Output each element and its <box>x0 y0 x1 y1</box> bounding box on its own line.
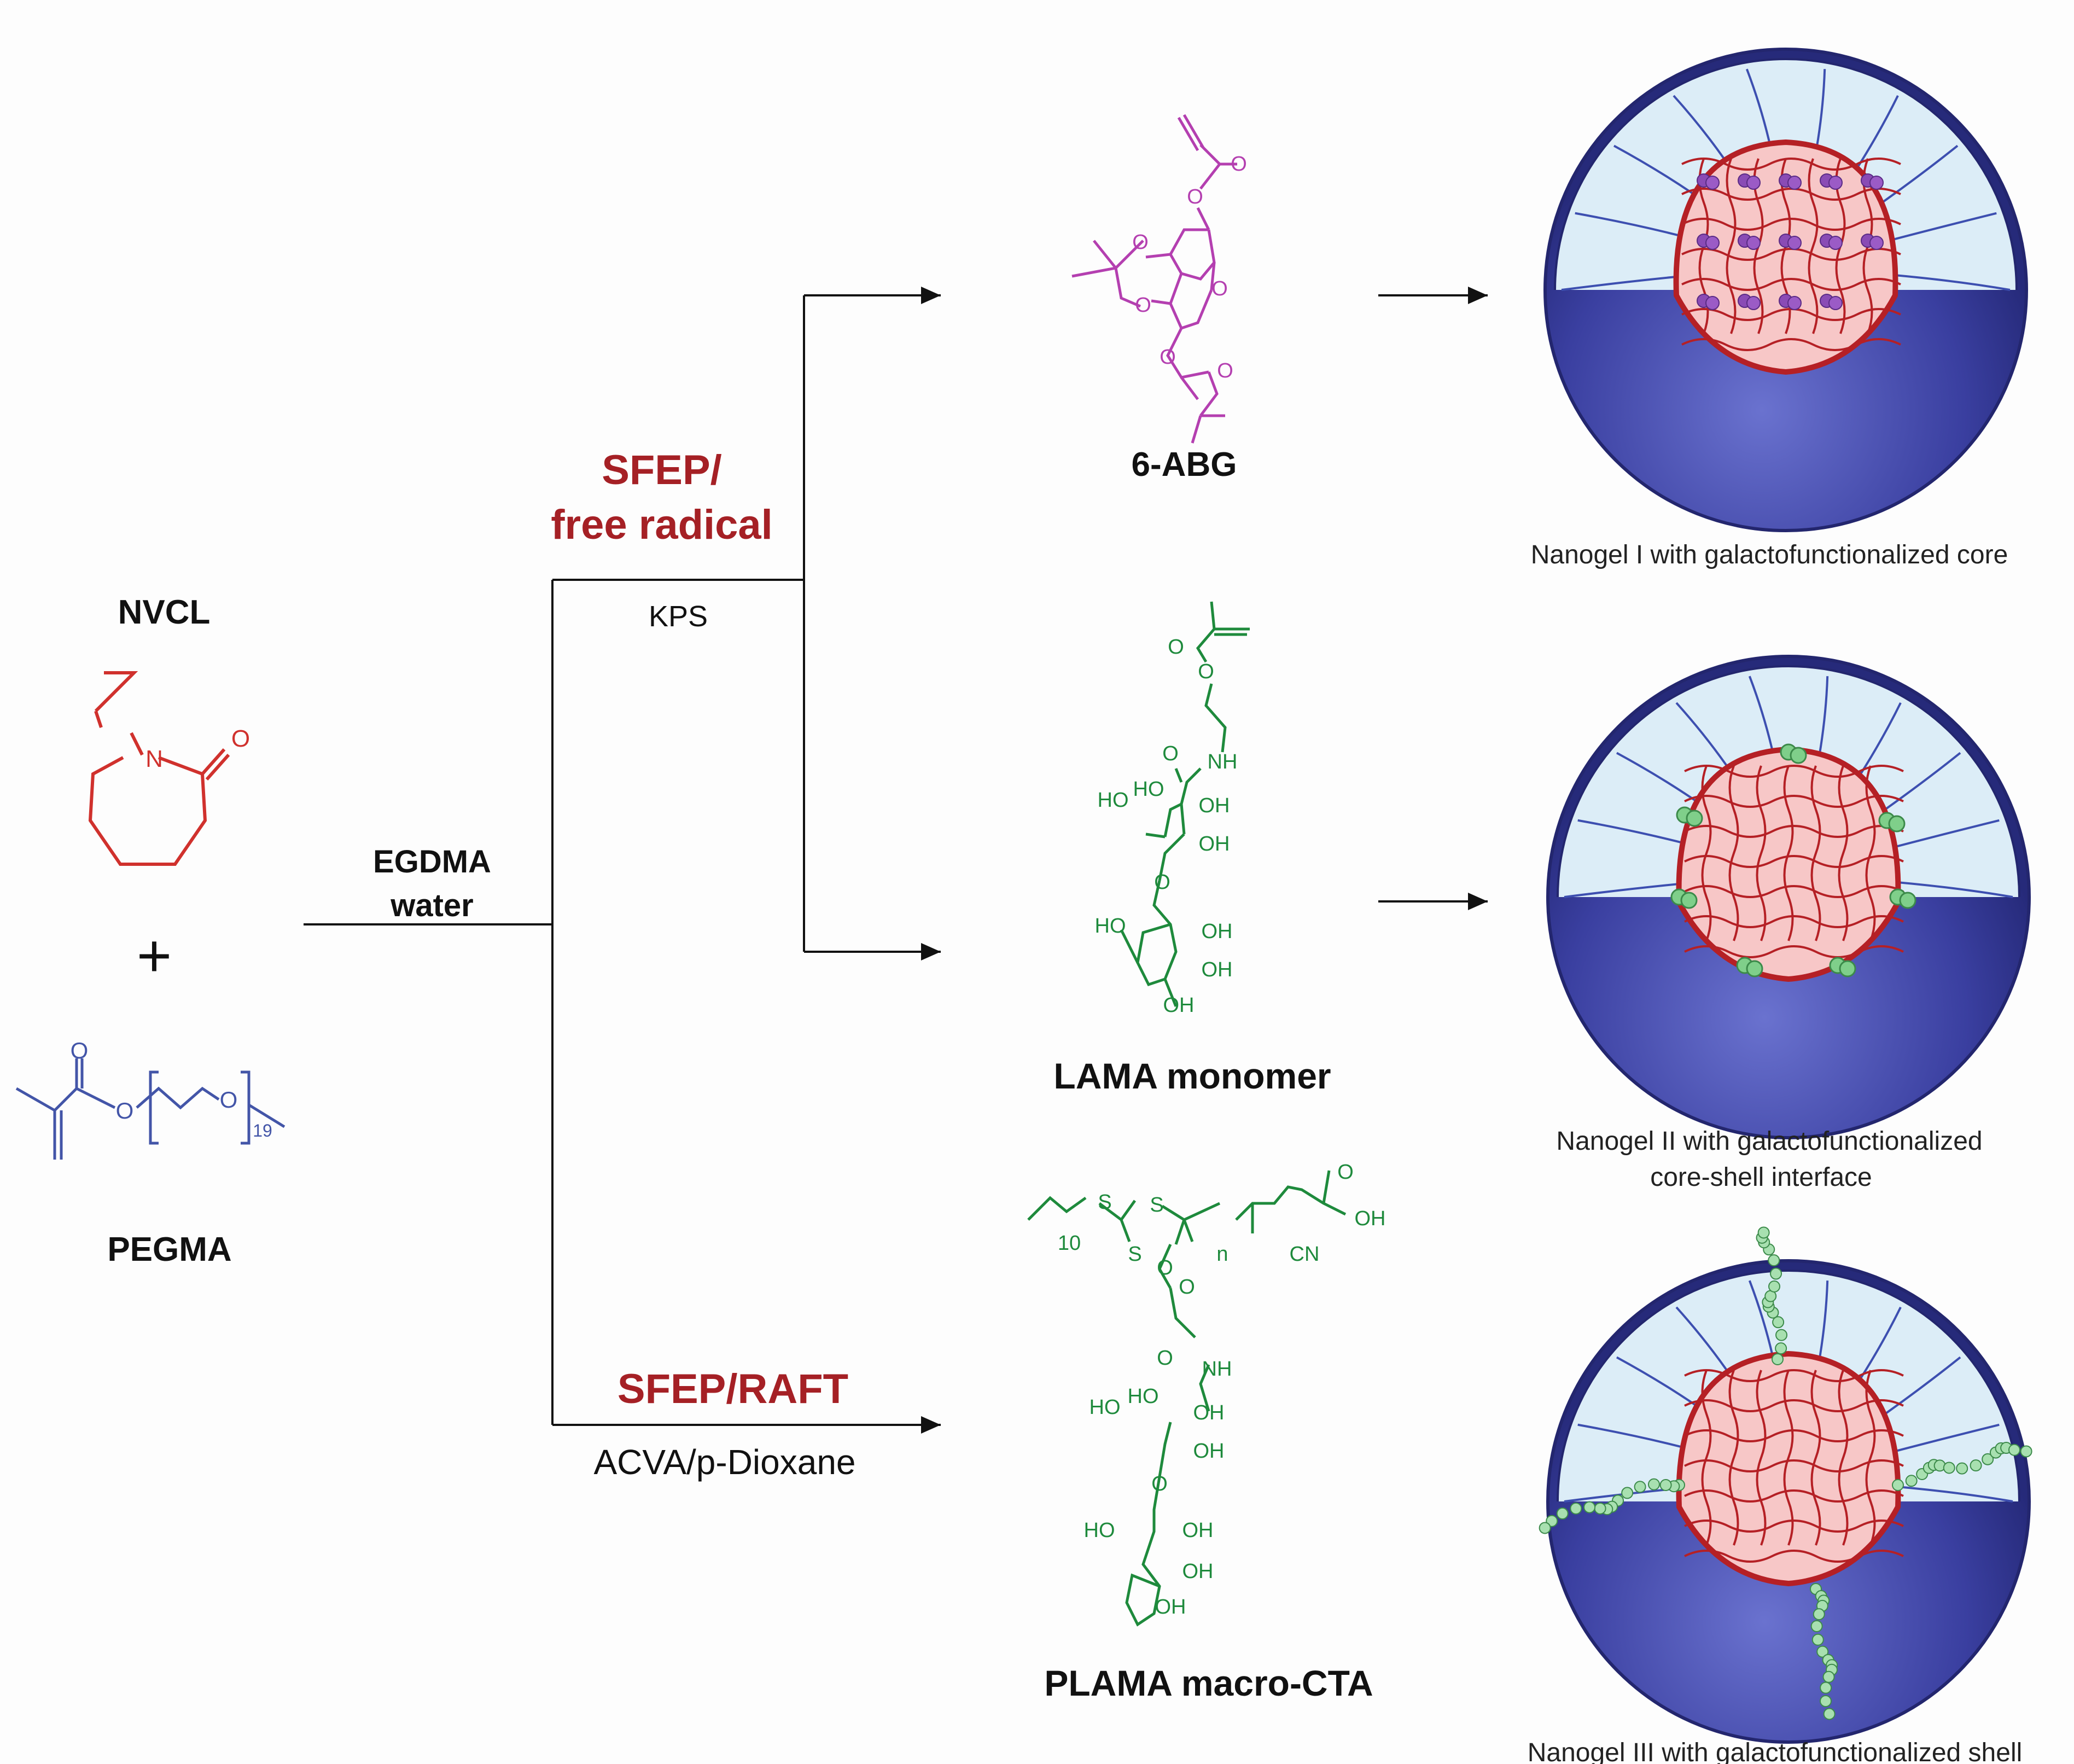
pegma-o-ester: O <box>116 1098 134 1123</box>
abg-o5: O <box>1135 294 1151 317</box>
plama-nh: NH <box>1202 1358 1232 1381</box>
nanogel1-caption: Nanogel I with galactofunctionalized cor… <box>1531 540 2008 569</box>
sfep-free-radical-line1: SFEP/ <box>602 447 722 493</box>
lama-o-carbonyl: O <box>1168 636 1184 659</box>
nanogel-1-sphere <box>1543 48 2028 532</box>
lama-oh3: OH <box>1202 920 1233 943</box>
plama-oh3: OH <box>1182 1519 1214 1542</box>
plama-oh1: OH <box>1193 1401 1225 1424</box>
plama-oh2: OH <box>1193 1440 1225 1463</box>
abg-o3: O <box>1211 277 1228 300</box>
lama-oh5: OH <box>1163 994 1195 1017</box>
abg-o2: O <box>1187 185 1203 208</box>
plama-o-link: O <box>1151 1472 1168 1495</box>
egdma-label: EGDMA <box>373 844 491 880</box>
lama-o-ester: O <box>1198 660 1214 683</box>
plama-s1: S <box>1098 1191 1111 1214</box>
abg-structure <box>1071 114 1237 444</box>
kps-label: KPS <box>649 600 708 633</box>
nanogel2-caption-line1: Nanogel II with galactofunctionalized <box>1556 1127 1982 1156</box>
plama-o-amide: O <box>1157 1347 1173 1370</box>
nanogel-2-sphere <box>1546 655 2031 1139</box>
nanogel-3-sphere <box>1539 1226 2032 1744</box>
plama-s3: S <box>1150 1194 1163 1216</box>
pegma-structure <box>15 1058 286 1160</box>
lama-atoms: O O O NH HO HO OH OH O HO OH OH OH <box>1095 636 1238 1017</box>
lama-ho2: HO <box>1133 778 1164 801</box>
plama-o-ester: O <box>1179 1276 1195 1299</box>
plama-10: 10 <box>1058 1232 1081 1255</box>
abg-label: 6-ABG <box>1132 446 1237 484</box>
plama-cn: CN <box>1290 1243 1320 1266</box>
plama-n: n <box>1216 1243 1228 1266</box>
abg-o1: O <box>1231 153 1247 176</box>
sfep-raft-label: SFEP/RAFT <box>617 1366 848 1412</box>
plus-sign: + <box>137 922 172 989</box>
water-label: water <box>390 888 474 923</box>
plama-o-acid: O <box>1337 1161 1354 1184</box>
lama-structure <box>1120 601 1250 1007</box>
lama-oh4: OH <box>1202 958 1233 981</box>
pegma-repeat-count: 19 <box>253 1121 272 1140</box>
plama-s2: S <box>1128 1243 1141 1266</box>
lama-ho1: HO <box>1098 789 1129 812</box>
acva-dioxane-label: ACVA/p-Dioxane <box>593 1442 855 1482</box>
abg-o7: O <box>1217 359 1233 382</box>
nanogel3-caption: Nanogel III with galactofunctionalized s… <box>1528 1738 2023 1764</box>
nvcl-n-atom: N <box>145 746 163 772</box>
lama-o-amide: O <box>1162 742 1179 765</box>
pegma-label: PEGMA <box>107 1231 231 1268</box>
nanogels-group <box>1539 48 2032 1744</box>
abg-o6: O <box>1160 346 1176 369</box>
lama-nh: NH <box>1208 750 1238 773</box>
nvcl-o-atom: O <box>231 725 250 752</box>
plama-ho3: HO <box>1084 1519 1115 1542</box>
nanogel2-caption-line2: core-shell interface <box>1650 1163 1872 1192</box>
lama-oh2: OH <box>1199 832 1230 855</box>
abg-o4: O <box>1132 231 1149 254</box>
reaction-paths <box>304 287 1488 1434</box>
plama-ho2: HO <box>1128 1385 1159 1408</box>
pegma-o-carbonyl: O <box>71 1038 89 1063</box>
lama-oh1: OH <box>1199 794 1230 817</box>
plama-oh5: OH <box>1155 1596 1186 1619</box>
nvcl-label: NVCL <box>118 593 211 631</box>
plama-ho1: HO <box>1090 1396 1121 1419</box>
plama-oh4: OH <box>1182 1560 1214 1583</box>
plama-atoms: 10 S S S n CN O OH O O O NH HO HO OH OH … <box>1058 1161 1386 1619</box>
sfep-free-radical-line2: free radical <box>551 502 773 548</box>
plama-oh-acid: OH <box>1355 1207 1386 1230</box>
pegma-o-ether: O <box>220 1087 238 1113</box>
lama-o-link: O <box>1154 871 1170 894</box>
lama-ho3: HO <box>1095 915 1126 938</box>
plama-o-carbonyl: O <box>1157 1256 1173 1279</box>
plama-structure <box>1027 1170 1347 1627</box>
lama-label: LAMA monomer <box>1053 1056 1331 1096</box>
abg-atoms: O O O O O O O <box>1132 153 1247 382</box>
plama-label: PLAMA macro-CTA <box>1044 1663 1373 1703</box>
nvcl-structure <box>88 671 230 866</box>
